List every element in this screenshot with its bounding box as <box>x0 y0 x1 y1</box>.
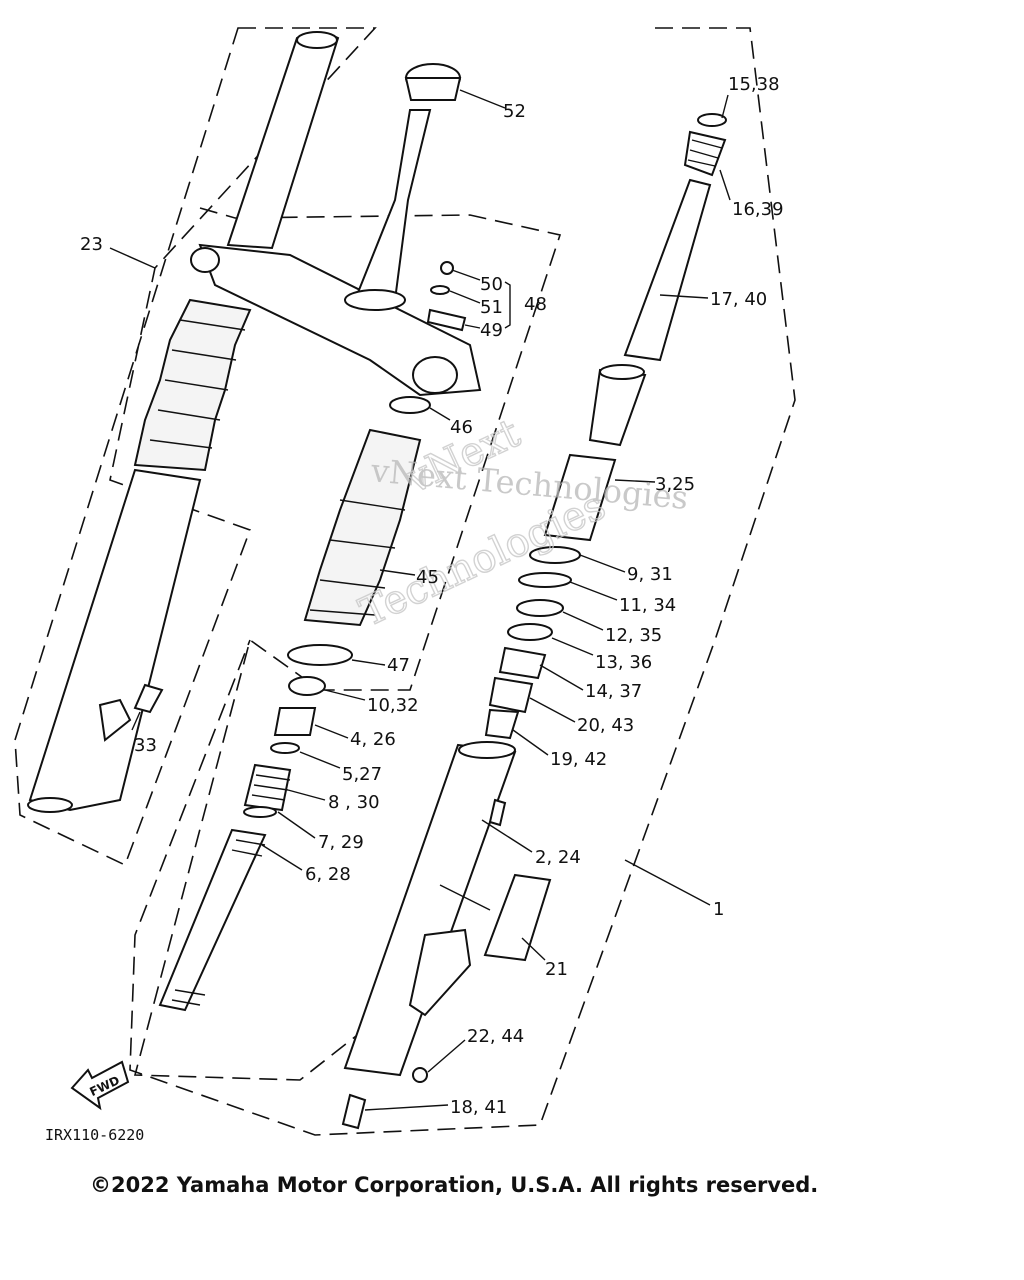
callout-45: 45 <box>416 567 439 588</box>
fork-seal-boot-and-springs <box>158 396 431 1012</box>
leader-lines <box>109 89 731 1111</box>
callout-1: 1 <box>713 899 724 920</box>
callout-14-37: 14, 37 <box>585 681 642 702</box>
callout-19-42: 19, 42 <box>550 749 607 770</box>
callout-50: 50 <box>480 274 503 295</box>
callout-8-30: 8 , 30 <box>328 792 380 813</box>
callout-51: 51 <box>480 297 503 318</box>
callout-46: 46 <box>450 417 473 438</box>
callout-33: 33 <box>134 735 157 756</box>
copyright-notice: ©2022 Yamaha Motor Corporation, U.S.A. A… <box>90 1173 819 1197</box>
callout-18-41: 18, 41 <box>450 1097 507 1118</box>
small-hardware <box>426 261 467 332</box>
callout-48: 48 <box>524 294 547 315</box>
callout-17-40: 17, 40 <box>710 289 767 310</box>
callout-16-39: 16,39 <box>732 199 784 220</box>
fwd-arrow: FWD <box>70 1060 130 1111</box>
callout-47: 47 <box>387 655 410 676</box>
callout-5-27: 5,27 <box>342 764 382 785</box>
steering-stem <box>344 63 462 311</box>
bolt-33 <box>131 683 164 731</box>
callout-9-31: 9, 31 <box>627 564 673 585</box>
callout-12-35: 12, 35 <box>605 625 662 646</box>
callout-49: 49 <box>480 320 503 341</box>
callout-20-43: 20, 43 <box>577 715 634 736</box>
left-fork-assembly <box>27 31 482 813</box>
callout-22-44: 22, 44 <box>467 1026 524 1047</box>
callout-13-36: 13, 36 <box>595 652 652 673</box>
callout-21: 21 <box>545 959 568 980</box>
callout-6-28: 6, 28 <box>305 864 351 885</box>
callout-15-38: 15,38 <box>728 74 780 95</box>
callout-52: 52 <box>503 101 526 122</box>
diagram-code: IRX110-6220 <box>45 1126 144 1144</box>
callout-7-29: 7, 29 <box>318 832 364 853</box>
callout-23: 23 <box>80 234 103 255</box>
right-fork-internals <box>341 113 727 1130</box>
callout-2-24: 2, 24 <box>535 847 581 868</box>
callout-4-26: 4, 26 <box>350 729 396 750</box>
callout-3-25: 3,25 <box>655 474 695 495</box>
callout-10-32: 10,32 <box>367 695 419 716</box>
callout-11-34: 11, 34 <box>619 595 676 616</box>
callout-labels: 52 15,38 16,39 23 50 51 48 49 17, 40 46 … <box>80 74 784 1118</box>
